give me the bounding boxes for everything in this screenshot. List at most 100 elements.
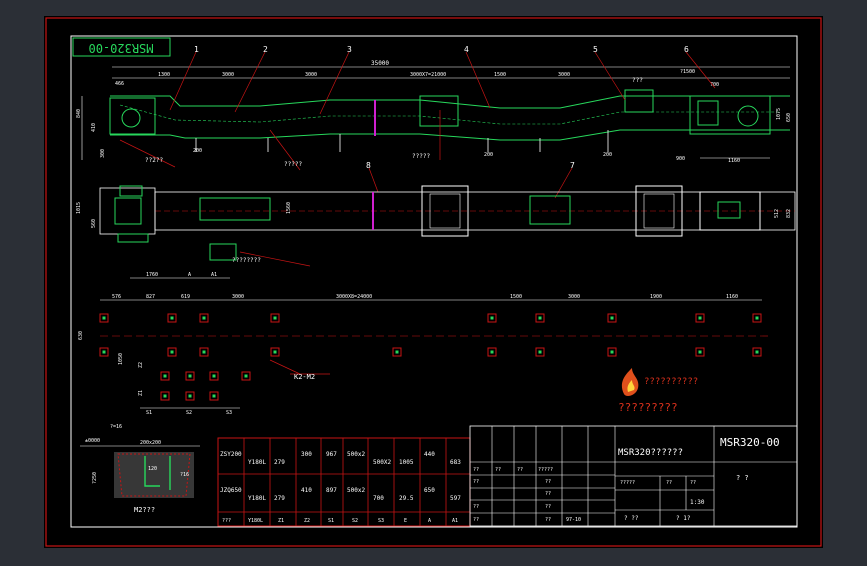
anchor-bolt-core <box>163 394 167 398</box>
anchor-bolt-core <box>538 350 542 354</box>
balloon-4: 4 <box>464 45 469 54</box>
drive-motor-plan <box>199 197 271 221</box>
row0-z2: 300 <box>301 451 312 458</box>
code-box: MSR320-00 <box>72 37 171 57</box>
head-gearbox <box>697 100 719 126</box>
anchor-bolt <box>99 313 109 323</box>
anchor-bolt-core <box>188 374 192 378</box>
anchor-bolt <box>607 347 617 357</box>
section-detail: ?=16 200x200 ±0000 120 ?16 ?250 M2??? <box>80 424 200 514</box>
head-plan <box>699 191 761 231</box>
title-cell: ?? <box>473 504 479 510</box>
section-dim-4: ?16 <box>180 472 189 478</box>
row0-a: 440 <box>424 451 435 458</box>
row1-motor: Y180L <box>248 495 266 502</box>
dim-seg-2: 3000 <box>305 72 317 78</box>
balloons: 1 2 3 4 5 6 7 8 <box>169 45 716 199</box>
inlet-plan <box>421 185 469 237</box>
plan-lower-dim-1: A <box>188 272 191 278</box>
anchor-bolt-core <box>610 316 614 320</box>
concrete-block <box>114 452 194 498</box>
header-6: S3 <box>378 518 384 524</box>
anchor-bolt-core <box>273 350 277 354</box>
title-cell: ?? <box>545 517 551 523</box>
height-dim-1: 410 <box>91 123 97 132</box>
plan-dim-4: 832 <box>786 209 792 218</box>
logo-text: ?????????? <box>644 377 698 387</box>
support-dim: 200 <box>484 152 493 158</box>
anchor-bolt-core <box>538 316 542 320</box>
drawing-frame <box>70 35 798 528</box>
tail-width-dim: 1160 <box>728 158 740 164</box>
elevation-view: 35000 466 1300 3000 3000 3000X7=21000 15… <box>76 60 792 171</box>
anchor-bolt-core <box>244 374 248 378</box>
section-dim-3: 120 <box>148 466 157 472</box>
title-code: MSR320-00 <box>720 436 780 449</box>
anchor-bolt-core <box>102 316 106 320</box>
title-cell: ? 1? <box>676 515 691 522</box>
anchor-bolt-core <box>170 316 174 320</box>
paper-sheet <box>44 16 823 548</box>
bolt-label: K2-M2 <box>294 373 315 381</box>
anchor-bolt <box>167 347 177 357</box>
title-cell: ?? <box>495 467 501 473</box>
section-dim-1: 200x200 <box>140 440 161 446</box>
annotation-section: ????? <box>284 161 302 168</box>
anchor-bolt-core <box>212 374 216 378</box>
balloon-2: 2 <box>263 45 268 54</box>
plan-dim-2: 1560 <box>286 202 292 214</box>
span-1: 827 <box>146 294 155 300</box>
anchor-bolt <box>752 347 762 357</box>
title-cell: 97-10 <box>566 517 581 523</box>
row0-z1: 279 <box>274 459 285 466</box>
anchor-bolt <box>695 313 705 323</box>
plan-dim-1: 560 <box>91 219 97 228</box>
anchor-bolt <box>199 347 209 357</box>
anchor-bolt-core <box>698 350 702 354</box>
anchor-bolt <box>270 313 280 323</box>
header-5: S2 <box>352 518 358 524</box>
span-5: 1500 <box>510 294 522 300</box>
head-sprocket <box>737 105 759 127</box>
anchor-bolt-core <box>395 350 399 354</box>
span-3: 3000 <box>232 294 244 300</box>
scale-value: 1:30 <box>690 499 705 506</box>
plan-dim-3: 512 <box>774 209 780 218</box>
anchor-bolt <box>241 371 251 381</box>
row1-model: JZQ650 <box>220 487 242 494</box>
anchor-bolt <box>167 313 177 323</box>
foundation-view: 576 827 619 3000 3000X8=24000 1500 3000 … <box>78 294 770 416</box>
title-cell: ????? <box>538 467 553 473</box>
anchor-bolt <box>185 371 195 381</box>
plan-dim-0: 1015 <box>76 202 82 214</box>
title-cell: ?? <box>473 517 479 523</box>
span-8: 1160 <box>726 294 738 300</box>
leader-line <box>119 139 176 168</box>
tail-sprocket-plan <box>114 197 142 225</box>
anchor-bolt-core <box>698 316 702 320</box>
annotation-outlet: ??? <box>632 77 643 84</box>
casing-bottom-line <box>110 129 790 141</box>
dim-seg-4: 1500 <box>494 72 506 78</box>
dim-seg-1: 3000 <box>222 72 234 78</box>
row0-a1: 683 <box>450 459 461 466</box>
logo-subtext: ????????? <box>618 401 678 414</box>
code-box-text: MSR320-00 <box>88 41 153 55</box>
title-cell: ?? <box>473 467 479 473</box>
drive-label: ???????? <box>232 257 261 264</box>
header-2: Z1 <box>278 518 284 524</box>
anchor-bolt <box>209 371 219 381</box>
bolt-dim-z1: Z1 <box>138 390 144 396</box>
row1-z2: 410 <box>301 487 312 494</box>
span-0: 576 <box>112 294 121 300</box>
support-dim: 200 <box>193 148 202 154</box>
anchor-bolt-core <box>490 350 494 354</box>
title-cell: ?? <box>545 491 551 497</box>
spacing-s3: S3 <box>226 410 232 416</box>
anchor-bolt <box>392 347 402 357</box>
span-7: 1900 <box>650 294 662 300</box>
chain-centerline <box>119 104 780 125</box>
section-dim-2: ±0000 <box>85 438 100 444</box>
plan-lower-dim-2: A1 <box>211 272 217 278</box>
